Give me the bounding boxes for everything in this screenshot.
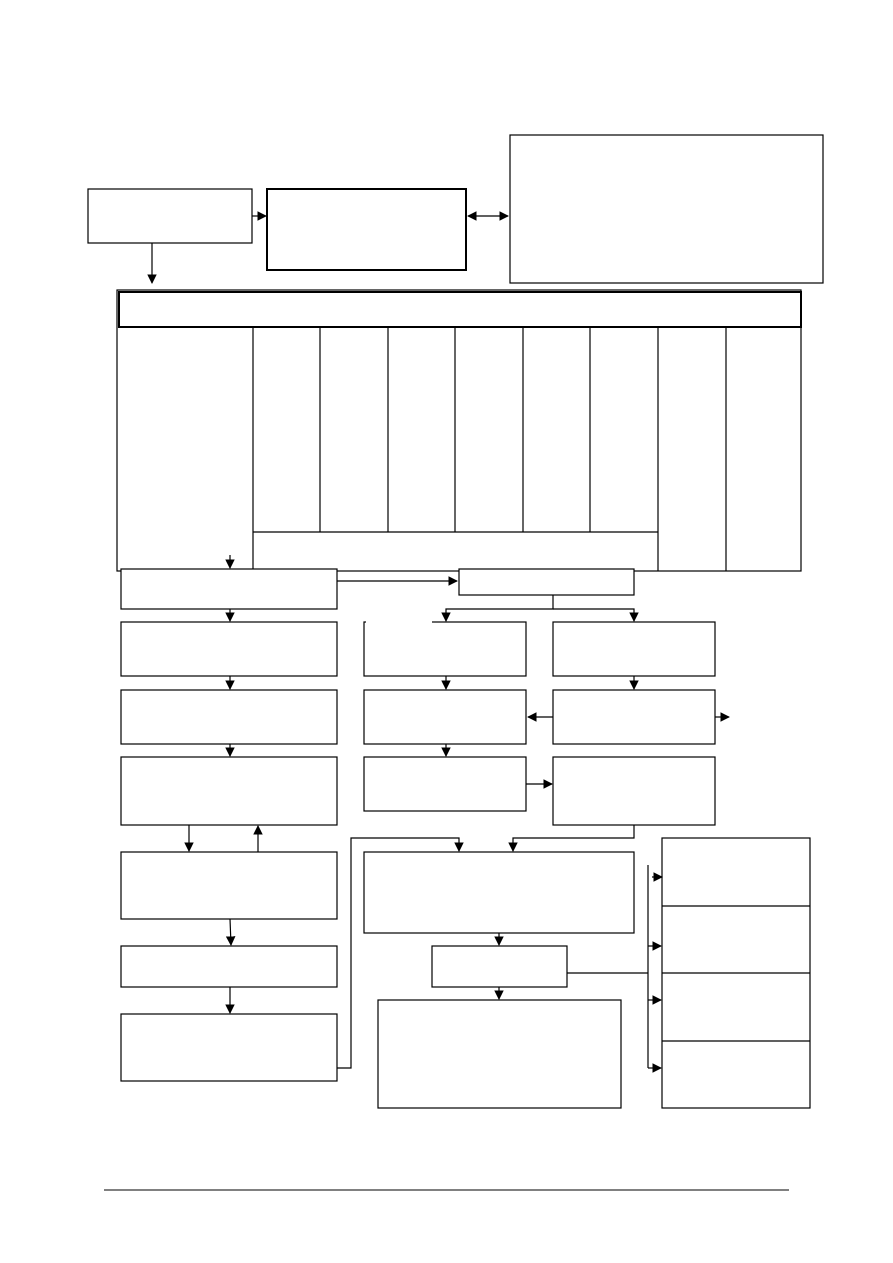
arrow-left7-to-merge — [337, 837, 464, 1069]
arrow-branch-to-right1 — [553, 608, 639, 622]
arrow-branch-to-middle1 — [441, 595, 554, 622]
left-step-1 — [120, 568, 338, 610]
bottom-large-box — [377, 999, 622, 1109]
middle-step-3 — [363, 756, 527, 812]
merge-box — [363, 851, 635, 934]
arrow-right3-to-merge — [508, 825, 635, 852]
middle-step-1 — [363, 621, 527, 677]
top-left-box — [87, 188, 253, 244]
top-middle-box — [266, 188, 467, 271]
right-step-2 — [552, 689, 716, 745]
top-right-box — [509, 134, 824, 284]
left-step-7 — [120, 1013, 338, 1082]
arrow-left5-left6 — [225, 918, 236, 946]
table-frame — [116, 289, 802, 572]
header-bar — [118, 291, 802, 328]
branch-header — [458, 568, 635, 596]
left-step-5 — [120, 851, 338, 920]
middle-step-2 — [363, 689, 527, 745]
left-step-4 — [120, 756, 338, 826]
left-step-6 — [120, 945, 338, 988]
left-step-3 — [120, 689, 338, 745]
left-step-2 — [120, 621, 338, 677]
right-step-3 — [552, 756, 716, 826]
small-box — [431, 945, 568, 988]
right-step-1 — [552, 621, 716, 677]
